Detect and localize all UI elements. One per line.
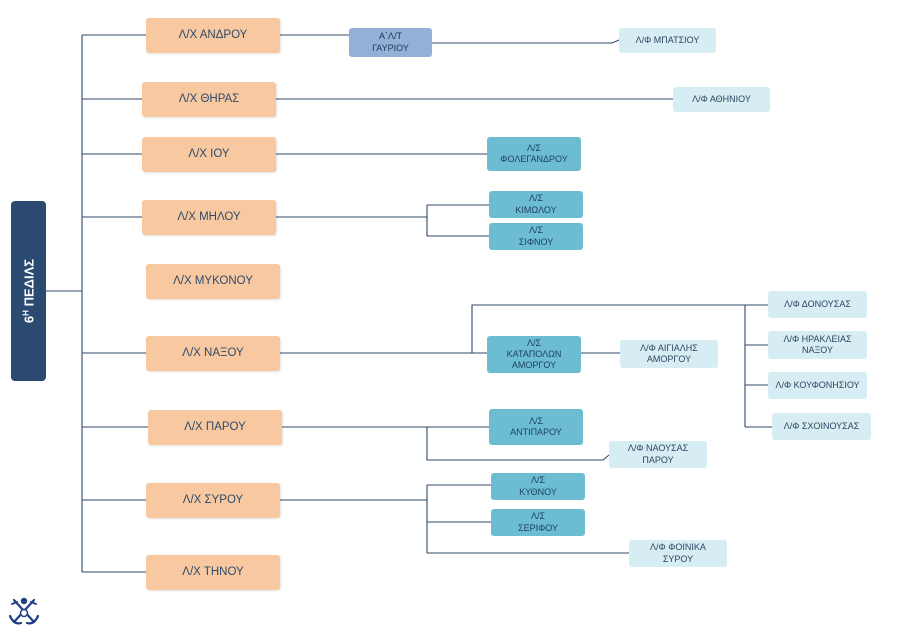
subunit-donousa[interactable]: Λ/Φ ΔΟΝΟΥΣΑΣ bbox=[768, 291, 867, 318]
station-label: Λ/Χ ΝΑΞΟΥ bbox=[182, 347, 244, 360]
subunit-batsi[interactable]: Λ/Φ ΜΠΑΤΣΙΟΥ bbox=[619, 28, 716, 53]
subunit-line: Λ/Φ ΔΟΝΟΥΣΑΣ bbox=[784, 298, 851, 309]
subunit-line: ΑΝΤΙΠΑΡΟΥ bbox=[510, 427, 562, 437]
subunit-line: Λ/Φ ΚΟΥΦΟΝΗΣΙΟΥ bbox=[775, 379, 860, 390]
root-sup: Η bbox=[20, 310, 30, 316]
subunit-line: Λ/Σ bbox=[528, 225, 544, 236]
subunit-schoinousa[interactable]: Λ/Φ ΣΧΟΙΝΟΥΣΑΣ bbox=[772, 413, 871, 440]
subunit-line: Λ/Φ ΣΧΟΙΝΟΥΣΑΣ bbox=[783, 420, 860, 431]
root-prefix: 6 bbox=[21, 315, 37, 324]
subunit-gavrio[interactable]: Α΄Λ/Τ ΓΑΥΡΙΟΥ bbox=[349, 28, 432, 57]
station-label: Λ/Χ ΜΗΛΟΥ bbox=[177, 211, 241, 224]
subunit-line: ΣΥΡΟΥ bbox=[662, 553, 694, 564]
subunit-foinikas[interactable]: Λ/Φ ΦΟΙΝΙΚΑ ΣΥΡΟΥ bbox=[629, 540, 727, 567]
connector-andros-lf bbox=[432, 39, 620, 44]
station-label: Λ/Χ ΣΥΡΟΥ bbox=[182, 494, 244, 507]
subunit-naousa[interactable]: Λ/Φ ΝΑΟΥΣΑΣ ΠΑΡΟΥ bbox=[609, 441, 707, 468]
subunit-folegandros[interactable]: Λ/Σ ΦΟΛΕΓΑΝΔΡΟΥ bbox=[487, 137, 581, 171]
station-label: Λ/Χ ΜΥΚΟΝΟΥ bbox=[173, 275, 253, 288]
subunit-line: Λ/Φ ΝΑΟΥΣΑΣ bbox=[627, 443, 689, 454]
subunit-serifos[interactable]: Λ/Σ ΣΕΡΙΦΟΥ bbox=[491, 509, 585, 536]
subunit-katapola[interactable]: Λ/Σ ΚΑΤΑΠΟΛΩΝ ΑΜΟΡΓΟΥ bbox=[487, 336, 581, 373]
subunit-koufonisi[interactable]: Λ/Φ ΚΟΥΦΟΝΗΣΙΟΥ bbox=[768, 372, 867, 399]
station-naxos[interactable]: Λ/Χ ΝΑΞΟΥ bbox=[146, 336, 280, 371]
subunit-line: ΑΜΟΡΓΟΥ bbox=[646, 354, 692, 364]
station-label: Λ/Χ ΙΟΥ bbox=[188, 148, 230, 161]
root-name: ΠΕΔΙΛΣ bbox=[21, 258, 37, 307]
connector-milos-split bbox=[276, 204, 489, 237]
subunit-line: ΠΑΡΟΥ bbox=[642, 454, 674, 465]
subunit-athinios[interactable]: Λ/Φ ΑΘΗΝΙΟΥ bbox=[673, 87, 770, 112]
station-tinos[interactable]: Λ/Χ ΤΗΝΟΥ bbox=[146, 555, 280, 590]
subunit-kimolos[interactable]: Λ/Σ ΚΙΜΩΛΟΥ bbox=[489, 191, 583, 218]
station-mykonos[interactable]: Λ/Χ ΜΥΚΟΝΟΥ bbox=[146, 264, 280, 299]
subunit-line: ΣΙΦΝΟΥ bbox=[518, 236, 554, 247]
subunit-line: ΓΑΥΡΙΟΥ bbox=[372, 42, 409, 53]
connector-paros-split bbox=[282, 426, 610, 461]
connector-syros-split bbox=[280, 484, 629, 554]
station-paros[interactable]: Λ/Χ ΠΑΡΟΥ bbox=[148, 410, 282, 445]
subunit-irakleia[interactable]: Λ/Φ ΗΡΑΚΛΕΙΑΣ ΝΑΞΟΥ bbox=[768, 331, 867, 359]
root-command-box: 6Η ΠΕΔΙΛΣ bbox=[11, 201, 46, 381]
subunit-line: Λ/Σ bbox=[528, 193, 544, 204]
subunit-line: ΦΟΛΕΓΑΝΔΡΟΥ bbox=[500, 154, 568, 164]
station-label: Λ/Χ ΠΑΡΟΥ bbox=[184, 421, 246, 434]
subunit-line: ΑΜΟΡΓΟΥ bbox=[511, 360, 557, 371]
station-syros[interactable]: Λ/Χ ΣΥΡΟΥ bbox=[146, 483, 280, 518]
subunit-line: ΣΕΡΙΦΟΥ bbox=[518, 522, 558, 533]
subunit-aigiali[interactable]: Λ/Φ ΑΙΓΙΑΛΗΣ ΑΜΟΡΓΟΥ bbox=[620, 340, 718, 368]
station-ios[interactable]: Λ/Χ ΙΟΥ bbox=[142, 137, 276, 172]
station-label: Λ/Χ ΑΝΔΡΟΥ bbox=[178, 29, 248, 42]
station-thira[interactable]: Λ/Χ ΘΗΡΑΣ bbox=[142, 82, 276, 117]
subunit-line: Λ/Φ ΗΡΑΚΛΕΙΑΣ bbox=[783, 333, 852, 344]
subunit-line: Λ/Σ bbox=[530, 511, 546, 522]
subunit-line: Λ/Φ ΑΙΓΙΑΛΗΣ bbox=[640, 342, 698, 353]
subunit-line: ΚΑΤΑΠΟΛΩΝ bbox=[506, 348, 562, 359]
subunit-kythnos[interactable]: Λ/Σ ΚΥΘΝΟΥ bbox=[491, 473, 585, 500]
subunit-sifnos[interactable]: Λ/Σ ΣΙΦΝΟΥ bbox=[489, 223, 583, 250]
subunit-line: Λ/Σ bbox=[530, 475, 546, 486]
subunit-line: Λ/Φ ΦΟΙΝΙΚΑ bbox=[650, 542, 706, 553]
subunit-line: Λ/Σ bbox=[528, 415, 544, 426]
anchor-emblem-icon bbox=[8, 597, 40, 625]
subunit-line: Λ/Σ bbox=[526, 337, 542, 348]
station-andros[interactable]: Λ/Χ ΑΝΔΡΟΥ bbox=[146, 18, 280, 53]
subunit-antiparos[interactable]: Λ/Σ ΑΝΤΙΠΑΡΟΥ bbox=[489, 409, 583, 445]
root-command-label: 6Η ΠΕΔΙΛΣ bbox=[21, 259, 36, 323]
subunit-line: Α΄Λ/Τ bbox=[378, 31, 402, 42]
subunit-line: ΝΑΞΟΥ bbox=[801, 345, 834, 355]
station-label: Λ/Χ ΤΗΝΟΥ bbox=[182, 566, 244, 579]
connector-naxos-upper bbox=[471, 304, 768, 427]
connector-root-trunk bbox=[46, 35, 83, 572]
subunit-line: ΚΙΜΩΛΟΥ bbox=[515, 204, 557, 215]
connector-naxos-branches bbox=[745, 344, 772, 428]
station-label: Λ/Χ ΘΗΡΑΣ bbox=[178, 93, 240, 106]
station-milos[interactable]: Λ/Χ ΜΗΛΟΥ bbox=[142, 200, 276, 235]
subunit-line: ΚΥΘΝΟΥ bbox=[519, 486, 557, 497]
subunit-line: Λ/Φ ΜΠΑΤΣΙΟΥ bbox=[635, 34, 700, 45]
subunit-line: Λ/Σ bbox=[526, 142, 542, 153]
subunit-line: Λ/Φ ΑΘΗΝΙΟΥ bbox=[692, 93, 751, 104]
